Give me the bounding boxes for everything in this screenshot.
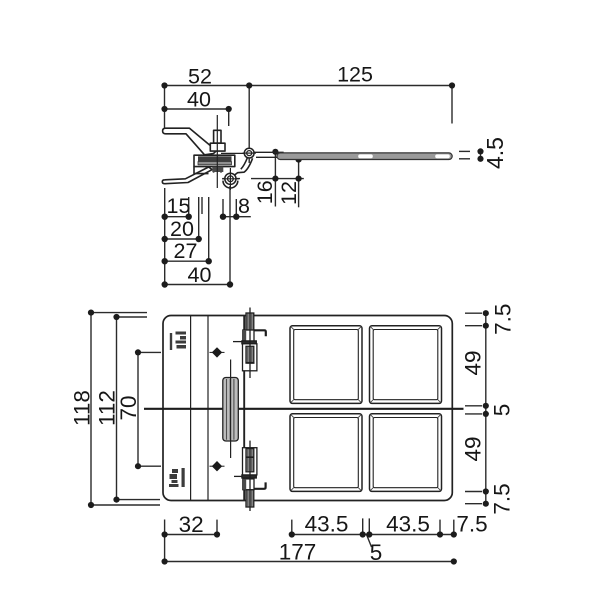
- svg-text:43.5: 43.5: [305, 512, 349, 537]
- svg-text:32: 32: [179, 512, 204, 537]
- svg-text:43.5: 43.5: [386, 512, 430, 537]
- svg-text:7.5: 7.5: [456, 512, 487, 537]
- svg-text:112: 112: [95, 390, 120, 426]
- svg-text:7.5: 7.5: [490, 483, 515, 514]
- svg-text:7.5: 7.5: [491, 304, 516, 335]
- svg-text:20: 20: [170, 217, 194, 241]
- svg-text:5: 5: [490, 404, 515, 417]
- svg-text:49: 49: [461, 436, 486, 461]
- svg-text:118: 118: [70, 390, 95, 426]
- svg-text:52: 52: [188, 65, 212, 89]
- svg-text:5: 5: [370, 540, 383, 565]
- svg-text:15: 15: [167, 194, 191, 218]
- svg-text:4.5: 4.5: [482, 137, 508, 169]
- svg-text:70: 70: [116, 395, 141, 420]
- svg-text:40: 40: [187, 88, 211, 112]
- svg-text:40: 40: [188, 263, 212, 287]
- svg-text:27: 27: [174, 239, 198, 263]
- svg-text:12: 12: [277, 181, 301, 205]
- svg-text:16: 16: [253, 180, 277, 204]
- svg-text:8: 8: [238, 194, 250, 218]
- svg-text:177: 177: [279, 540, 317, 565]
- svg-text:49: 49: [461, 350, 486, 375]
- svg-text:125: 125: [337, 63, 373, 87]
